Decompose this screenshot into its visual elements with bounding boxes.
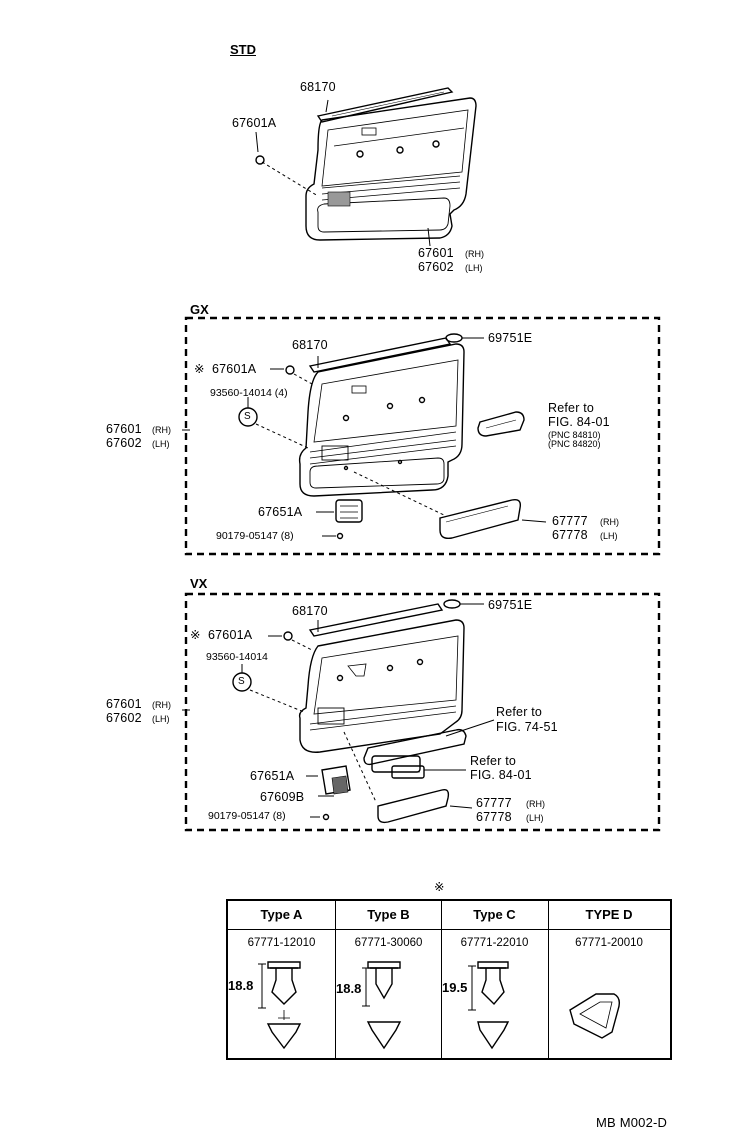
vx-pocket-lh-tag: (LH) <box>526 813 544 823</box>
vx-board-rh-label: 67601 <box>106 697 142 711</box>
type-b-dim: 18.8 <box>336 981 362 996</box>
vx-weatherstrip-label: 68170 <box>292 604 328 618</box>
gx-rh-tag: (RH) <box>152 425 171 435</box>
vx-handle-bezel <box>371 755 425 779</box>
clip-type-c <box>468 961 510 1050</box>
vx-bezel-label: 67609B <box>260 790 305 804</box>
vx-door-panel <box>298 619 465 753</box>
std-weatherstrip-label: 68170 <box>300 80 336 94</box>
gx-screw-mark-label: S <box>244 411 251 422</box>
gx-inside-handle <box>335 499 363 523</box>
gx-refer-fig: FIG. 84-01 <box>548 415 610 429</box>
vx-pocket-rh-label: 67777 <box>476 796 512 810</box>
gx-clip <box>285 365 295 375</box>
std-board-rh-label: 67601 <box>418 246 454 260</box>
section-gx-title: GX <box>190 302 209 317</box>
vx-refer-a-fig: FIG. 74-51 <box>496 720 558 734</box>
vx-screw2-label: 90179-05147 (8) <box>208 810 286 822</box>
gx-lh-tag: (LH) <box>152 439 170 449</box>
vx-cap <box>443 599 461 609</box>
vx-weatherstrip <box>308 603 444 637</box>
vx-screw-mark-label: S <box>238 676 245 687</box>
vx-pocket-rh-tag: (RH) <box>526 799 545 809</box>
gx-cap <box>445 333 463 343</box>
type-a-part: 67771-12010 <box>247 937 316 949</box>
gx-refer-label: Refer to <box>548 401 595 415</box>
gx-mark: ※ <box>194 362 205 376</box>
gx-handle-label: 67651A <box>258 505 303 519</box>
std-weatherstrip <box>316 87 454 123</box>
type-b-part: 67771-30060 <box>354 937 423 949</box>
gx-cap-label: 69751E <box>488 331 533 345</box>
clip-type-a <box>258 961 302 1050</box>
vx-clip <box>283 631 293 641</box>
std-door-panel <box>305 97 477 241</box>
vx-clip-label: 67601A <box>208 628 253 642</box>
gx-door-panel <box>298 343 465 497</box>
gx-pocket-rh-tag: (RH) <box>600 517 619 527</box>
gx-door-pocket <box>439 498 522 540</box>
std-board-lh-label: 67602 <box>418 260 454 274</box>
std-clip <box>255 155 265 165</box>
gx-pnc1: (PNC 84810) <box>548 430 601 440</box>
clip-type-d <box>569 993 621 1039</box>
table-header-divider <box>228 929 670 930</box>
std-lh-tag: (LH) <box>465 263 483 273</box>
vx-rh-tag: (RH) <box>152 700 171 710</box>
section-vx-title: VX <box>190 576 208 591</box>
type-a-header: Type A <box>260 907 303 922</box>
gx-switch-bezel <box>477 411 525 437</box>
gx-screw2-label: 90179-05147 (8) <box>216 530 294 542</box>
clip-type-b <box>362 961 402 1050</box>
gx-pocket-lh-label: 67778 <box>552 528 588 542</box>
footer-code: MB M002-D <box>596 1115 668 1130</box>
vx-armrest <box>363 719 495 766</box>
vx-handle-label: 67651A <box>250 769 295 783</box>
vx-lh-tag: (LH) <box>152 714 170 724</box>
vx-pocket-lh-label: 67778 <box>476 810 512 824</box>
gx-board-lh-label: 67602 <box>106 436 142 450</box>
std-clip-label: 67601A <box>232 116 277 130</box>
type-c-header: Type C <box>473 907 516 922</box>
vx-refer-b-label: Refer to <box>470 754 517 768</box>
type-d-header: TYPE D <box>585 907 633 922</box>
gx-pocket-lh-tag: (LH) <box>600 531 618 541</box>
gx-pocket-rh-label: 67777 <box>552 514 588 528</box>
vx-mark: ※ <box>190 628 201 642</box>
vx-inside-handle <box>321 765 351 795</box>
std-rh-tag: (RH) <box>465 249 484 259</box>
gx-board-rh-label: 67601 <box>106 422 142 436</box>
gx-pnc2: (PNC 84820) <box>548 439 601 449</box>
gx-screw-label: 93560-14014 (4) <box>210 387 288 399</box>
type-a-dim: 18.8 <box>228 978 254 993</box>
vx-door-pocket <box>377 788 450 824</box>
vx-refer-a-label: Refer to <box>496 705 543 719</box>
vx-refer-b-fig: FIG. 84-01 <box>470 768 532 782</box>
section-std-title: STD <box>230 42 256 57</box>
type-c-part: 67771-22010 <box>460 937 529 949</box>
gx-weatherstrip <box>308 337 452 373</box>
clip-type-table: Type A Type B Type C TYPE D 67771-12010 … <box>226 899 672 1060</box>
vx-screw-label: 93560-14014 <box>206 651 268 663</box>
type-b-header: Type B <box>367 907 410 922</box>
gx-clip-label: 67601A <box>212 362 257 376</box>
gx-weatherstrip-label: 68170 <box>292 338 328 352</box>
type-c-dim: 19.5 <box>442 980 468 995</box>
vx-board-lh-label: 67602 <box>106 711 142 725</box>
type-d-part: 67771-20010 <box>575 937 643 949</box>
table-mark: ※ <box>434 880 445 894</box>
vx-cap-label: 69751E <box>488 598 533 612</box>
